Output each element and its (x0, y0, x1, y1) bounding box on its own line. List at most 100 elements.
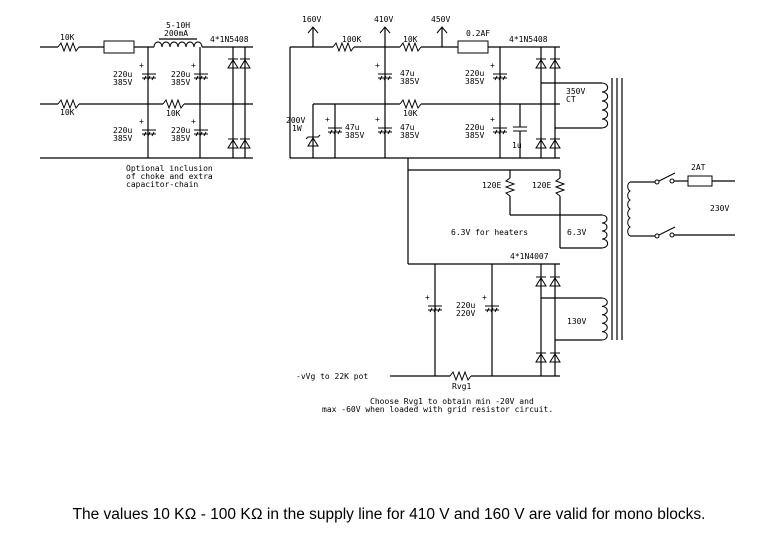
diode-bridge-right (535, 58, 561, 149)
label-res-100k: 100K (342, 35, 361, 44)
primary-winding (627, 181, 631, 237)
capacitor-220u-r1 (493, 73, 507, 81)
resistor-120e-2 (554, 177, 566, 197)
svg-text:+: + (191, 61, 196, 70)
output-arrow-160v: 160V (302, 15, 321, 47)
label-cap-220-r1b: 385V (465, 77, 484, 86)
label-cap-left-2a: 220u (171, 70, 190, 79)
label-rvg1: Rvg1 (452, 382, 471, 391)
svg-text:+: + (425, 293, 430, 302)
label-fuse-2at: 2AT (691, 163, 706, 172)
secondary-350v-winding (601, 82, 609, 129)
label-cap-47-b: 385V (400, 77, 419, 86)
capacitor-1u (513, 104, 527, 158)
label-mains: 230V (710, 204, 729, 213)
label-sec-350-a: 350V (566, 87, 585, 96)
capacitor-bias-1 (428, 305, 442, 313)
label-diodes-left: 4*1N5408 (210, 35, 249, 44)
label-choke-current: 200mA (164, 29, 188, 38)
fuse-left (103, 40, 135, 54)
label-choke: 5-10H (166, 21, 190, 30)
svg-text:+: + (139, 61, 144, 70)
label-optional-3: capacitor-chain (126, 180, 198, 189)
main-hv-section: 160V 410V 450V 100K 10K 0.2AF 4*1N5408 (286, 15, 735, 414)
capacitor-left-1 (142, 73, 156, 81)
label-res-10k-second: 10K (403, 109, 418, 118)
resistor-10k-second (399, 98, 422, 110)
label-zener-b: 1W (292, 124, 302, 133)
label-res-120e-1: 120E (482, 181, 501, 190)
svg-text:+: + (191, 117, 196, 126)
resistor-100k (332, 41, 355, 53)
label-cap-1u: 1u (512, 141, 522, 150)
label-res-10k-mid-left: 10K (60, 108, 75, 117)
label-res-10k-mid: 10K (403, 35, 418, 44)
label-fuse-02af: 0.2AF (466, 29, 490, 38)
label-cap-47-c: 47u (345, 123, 360, 132)
label-cap-left-1a: 220u (113, 70, 132, 79)
label-cap-47-a: 47u (400, 69, 415, 78)
zener-diode (305, 134, 321, 147)
label-res-10k-center-left: 10K (166, 109, 181, 118)
svg-text:+: + (490, 115, 495, 124)
resistor-rvg1 (449, 370, 472, 382)
label-cap-left-2b: 385V (171, 78, 190, 87)
label-sec-63: 6.3V (567, 228, 586, 237)
svg-text:+: + (482, 293, 487, 302)
label-sec-350-b: CT (566, 95, 576, 104)
resistor-10k-mid-left (57, 98, 80, 110)
diode-bridge-bias (535, 276, 561, 363)
label-choose-2: max -60V when loaded with grid resistor … (322, 405, 553, 414)
mains-switch (654, 172, 676, 239)
label-cap-bias-b: 220V (456, 309, 475, 318)
svg-text:+: + (139, 117, 144, 126)
label-diodes-right: 4*1N5408 (509, 35, 548, 44)
label-sec-130: 130V (567, 317, 586, 326)
svg-text:+: + (375, 115, 380, 124)
capacitor-left-4 (194, 129, 208, 137)
label-cap-220-r2a: 220u (465, 123, 484, 132)
svg-text:+: + (490, 61, 495, 70)
resistor-10k (399, 41, 422, 53)
svg-text:450V: 450V (431, 15, 450, 24)
label-cap-220-r1a: 220u (465, 69, 484, 78)
label-zener-a: 200V (286, 116, 305, 125)
diode-bridge-left (227, 58, 251, 149)
caption-note: The values 10 KΩ - 100 KΩ in the supply … (72, 506, 706, 523)
output-arrow-410v: 410V (374, 15, 393, 47)
label-cap-left-1b: 385V (113, 78, 132, 87)
capacitor-left-3 (142, 129, 156, 137)
label-cap-left-3b: 385V (113, 134, 132, 143)
svg-text:+: + (375, 61, 380, 70)
power-supply-schematic: 10K 5-10H 200mA 4*1N5408 + + + + 220u (40, 15, 735, 414)
label-cap-47-f: 385V (400, 131, 419, 140)
label-cap-47-e: 47u (400, 123, 415, 132)
svg-text:160V: 160V (302, 15, 321, 24)
choke-inductor (153, 41, 203, 48)
capacitor-47u-top (378, 73, 392, 81)
label-cap-220-r2b: 385V (465, 131, 484, 140)
label-cap-47-d: 385V (345, 131, 364, 140)
label-res-10k-top-left: 10K (60, 33, 75, 42)
bias-winding-130v (601, 297, 608, 341)
label-diodes-bias: 4*1N4007 (510, 252, 549, 261)
svg-text:410V: 410V (374, 15, 393, 24)
label-optional-2: of choke and extra (126, 172, 213, 181)
capacitor-220u-r2 (493, 127, 507, 135)
label-bias-out: -vVg to 22K pot (296, 372, 368, 381)
label-heaters: 6.3V for heaters (451, 228, 528, 237)
label-choose-1: Choose Rvg1 to obtain min -20V and (370, 397, 534, 406)
resistor-120e-1 (504, 177, 516, 197)
label-optional-1: Optional inclusion (126, 164, 213, 173)
label-cap-left-4a: 220u (171, 126, 190, 135)
fuse-2at (687, 175, 713, 187)
output-arrow-450v: 450V (431, 15, 450, 47)
fuse-02af (457, 40, 489, 54)
svg-text:+: + (325, 115, 330, 124)
heater-winding (601, 214, 609, 249)
optional-choke-section: 10K 5-10H 200mA 4*1N5408 + + + + 220u (40, 21, 253, 189)
resistor-10k-center-left (162, 98, 185, 110)
capacitor-47u-mid (378, 127, 392, 135)
label-cap-bias-a: 220u (456, 301, 475, 310)
label-cap-left-3a: 220u (113, 126, 132, 135)
